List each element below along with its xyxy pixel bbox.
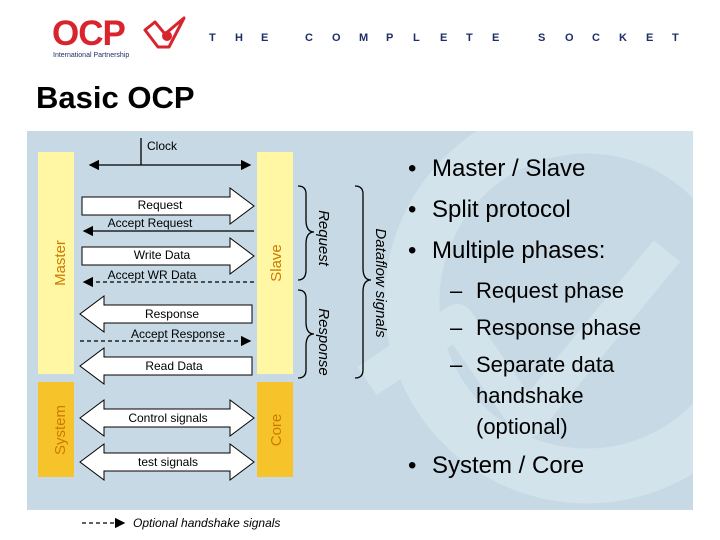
brace-response-label: Response <box>315 308 332 376</box>
bullet-text: System / Core <box>432 452 585 479</box>
master-block <box>38 152 74 374</box>
test-signals-label: test signals <box>138 455 198 469</box>
response-label: Response <box>145 307 199 321</box>
logo-subtitle: International Partnership <box>53 52 130 59</box>
bullet-marker: • <box>408 237 417 264</box>
master-label: Master <box>52 240 69 286</box>
accept-response-label: Accept Response <box>131 327 225 341</box>
sub-bullet-continuation: handshake <box>476 383 584 408</box>
tagline-letter: L <box>413 32 420 44</box>
sub-bullet-item: –Separate data <box>450 352 614 378</box>
response-arrow <box>79 295 253 333</box>
read-data-arrow <box>79 347 253 385</box>
bullet-item: • Split protocol <box>408 196 571 224</box>
read-data-label: Read Data <box>145 359 203 373</box>
tagline-letter: E <box>440 32 448 44</box>
tagline-letter: M <box>359 32 369 44</box>
bullet-text: Master / Slave <box>432 155 586 182</box>
tagline-letter: C <box>305 32 313 44</box>
tagline-letter: O <box>332 32 341 44</box>
sub-bullet-text: Separate data <box>476 352 615 377</box>
tagline-letter: T <box>672 32 679 44</box>
test-signals-arrow <box>79 443 255 481</box>
write-data-label: Write Data <box>134 248 191 262</box>
tagline-letter: K <box>619 32 627 44</box>
tagline-letter: P <box>386 32 394 44</box>
system-block <box>38 382 74 477</box>
tagline-letter: O <box>565 32 574 44</box>
bullet-marker: • <box>408 196 417 223</box>
bullet-text: Multiple phases: <box>432 237 606 264</box>
tagline-letter: T <box>466 32 473 44</box>
tagline-letter: E <box>646 32 654 44</box>
tagline-letter: C <box>592 32 600 44</box>
system-label: System <box>52 405 69 455</box>
sub-bullet-text: Response phase <box>476 315 642 340</box>
core-block <box>257 382 293 477</box>
sub-bullet-marker: – <box>450 315 463 340</box>
slave-label: Slave <box>268 244 285 282</box>
bullet-text: Split protocol <box>432 196 571 223</box>
page-title: Basic OCP <box>36 80 195 115</box>
write-data-arrow <box>81 237 255 275</box>
sub-bullet-text: Request phase <box>476 278 624 303</box>
tagline-letter: H <box>235 32 243 44</box>
control-signals-arrow <box>79 399 255 437</box>
tagline-letter: S <box>538 32 546 44</box>
core-label: Core <box>268 414 285 447</box>
request-brace <box>297 185 315 281</box>
bullet-marker: • <box>408 155 417 182</box>
sub-bullet-marker: – <box>450 278 463 303</box>
tagline-letter: E <box>492 32 500 44</box>
logo-text: OCP <box>52 14 126 53</box>
request-arrow <box>81 187 255 225</box>
tagline: T H E C O M P L E T E S O C K E T <box>0 32 720 46</box>
control-signals-label: Control signals <box>128 411 207 425</box>
ocp-logo: OCP International Partnership <box>52 14 202 59</box>
bullet-item: • Master / Slave <box>408 155 585 183</box>
response-brace <box>297 289 315 379</box>
legend-label: Optional handshake signals <box>133 516 280 530</box>
dataflow-brace <box>354 185 372 379</box>
slave-block <box>257 152 293 374</box>
brace-request-label: Request <box>315 210 332 267</box>
tagline-letter: T <box>209 32 216 44</box>
accept-wr-data-label: Accept WR Data <box>108 268 197 282</box>
accept-request-label: Accept Request <box>108 216 193 230</box>
clock-label: Clock <box>147 139 178 153</box>
sub-bullet-marker: – <box>450 352 463 377</box>
tagline-letter: E <box>261 32 269 44</box>
brace-dataflow-label: Dataflow signals <box>372 228 389 338</box>
bullet-item: • System / Core <box>408 452 584 480</box>
sub-bullet-item: –Response phase <box>450 315 641 341</box>
sub-bullet-item: –Request phase <box>450 278 624 304</box>
checkmark-icon <box>143 16 186 49</box>
watermark-graphic <box>357 131 693 504</box>
bullet-marker: • <box>408 452 417 479</box>
request-label: Request <box>138 198 183 212</box>
sub-bullet-continuation: (optional) <box>476 414 568 439</box>
bullet-list: • Master / Slave • Split protocol • Multipl… <box>408 155 708 495</box>
bullet-item: • Multiple phases: <box>408 237 605 265</box>
